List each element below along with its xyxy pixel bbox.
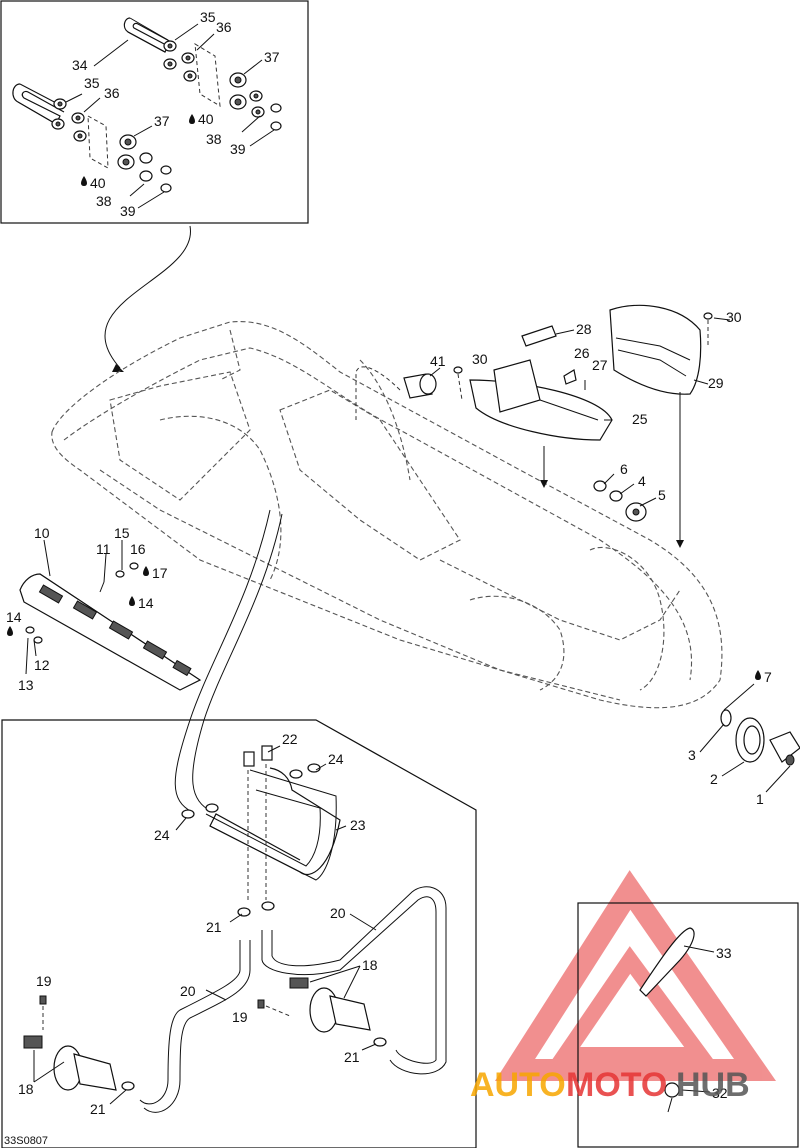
label-10: 10 xyxy=(34,525,50,541)
label-3: 3 xyxy=(688,747,696,763)
label-35-lower: 35 xyxy=(84,75,100,91)
label-24-right: 24 xyxy=(328,751,344,767)
label-20-right: 20 xyxy=(330,905,346,921)
label-36-upper: 36 xyxy=(216,19,232,35)
inset-leader-lines xyxy=(65,23,275,209)
arrows-to-hull xyxy=(540,392,684,548)
cover-part-29 xyxy=(609,304,702,395)
label-35-upper: 35 xyxy=(200,9,216,25)
clamps-part-21 xyxy=(121,901,387,1091)
label-24-left: 24 xyxy=(154,827,170,843)
oil-drop-icon xyxy=(7,626,13,636)
label-33: 33 xyxy=(716,945,732,961)
clip-part-26 xyxy=(563,369,577,385)
oil-drop-icon xyxy=(189,114,195,124)
label-26: 26 xyxy=(574,345,590,361)
label-21-bottom: 21 xyxy=(90,1101,106,1117)
label-41: 41 xyxy=(430,353,446,369)
washer-stack-lower xyxy=(51,98,172,193)
label-19-right: 19 xyxy=(232,1009,248,1025)
label-34: 34 xyxy=(72,57,88,73)
bilge-pick-up-part-18-left xyxy=(23,1035,117,1091)
label-29: 29 xyxy=(708,375,724,391)
label-18-left: 18 xyxy=(18,1081,34,1097)
label-37-lower: 37 xyxy=(154,113,170,129)
label-21-right: 21 xyxy=(344,1049,360,1065)
fasteners-4-5-6 xyxy=(593,480,647,522)
label-1: 1 xyxy=(756,791,764,807)
label-25: 25 xyxy=(632,411,648,427)
oil-drop-icon xyxy=(755,670,761,680)
handle-inset-frame xyxy=(0,0,309,224)
bracket-part-28 xyxy=(521,325,557,347)
sleeve-part-41 xyxy=(403,373,437,399)
hose-clamps-part-24 xyxy=(181,763,321,819)
inset-pointer-arrow xyxy=(104,225,191,369)
label-40-upper: 40 xyxy=(198,111,214,127)
label-38-upper: 38 xyxy=(206,131,222,147)
label-12: 12 xyxy=(34,657,50,673)
label-27: 27 xyxy=(592,357,608,373)
washer-stack-upper xyxy=(163,40,282,131)
label-21-top: 21 xyxy=(206,919,222,935)
fittings-part-22 xyxy=(243,745,273,900)
label-30-top: 30 xyxy=(726,309,742,325)
screw-part-32 xyxy=(664,1082,680,1113)
watermark-part-auto: AUTO xyxy=(470,1066,566,1104)
watercraft-hull xyxy=(51,320,723,709)
bilge-hose-part-23 xyxy=(205,767,341,881)
label-37-upper: 37 xyxy=(264,49,280,65)
label-39-upper: 39 xyxy=(230,141,246,157)
tie-wrap-inset-frame xyxy=(577,902,799,1148)
main-leader-lines xyxy=(25,317,791,1105)
watermark-text: AUTO MOTO HUB xyxy=(470,1066,750,1104)
label-16: 16 xyxy=(130,541,146,557)
label-14-left: 14 xyxy=(6,609,22,625)
screw-part-30-top xyxy=(703,312,713,346)
bilge-hose-long xyxy=(174,509,283,813)
label-32: 32 xyxy=(712,1085,728,1101)
label-18-right: 18 xyxy=(362,957,378,973)
drain-plug-assembly xyxy=(720,709,800,766)
watermark-part-moto: MOTO xyxy=(566,1066,667,1104)
label-11: 11 xyxy=(96,541,111,557)
label-14-right: 14 xyxy=(138,595,154,611)
label-23: 23 xyxy=(350,817,366,833)
bilge-inset-frame xyxy=(1,719,477,1148)
oil-drop-icon xyxy=(129,596,135,606)
oil-drop-icon xyxy=(143,566,149,576)
label-13: 13 xyxy=(18,677,34,693)
rub-strip-part-10 xyxy=(19,573,202,691)
label-19-left: 19 xyxy=(36,973,52,989)
bilge-pick-up-part-18-right xyxy=(289,977,371,1033)
label-6: 6 xyxy=(620,461,628,477)
label-17: 17 xyxy=(152,565,168,581)
hose-part-20 xyxy=(139,886,447,1113)
watermark-part-hub: HUB xyxy=(676,1066,750,1104)
label-20-left: 20 xyxy=(180,983,196,999)
label-5: 5 xyxy=(658,487,666,503)
storage-bin-part-25 xyxy=(469,359,613,441)
label-2: 2 xyxy=(710,771,718,787)
screw-part-30-bin xyxy=(453,366,463,401)
label-7: 7 xyxy=(764,669,772,685)
watermark-logo xyxy=(494,870,777,1081)
label-4: 4 xyxy=(638,473,646,489)
screws-part-19 xyxy=(39,995,291,1030)
oil-drop-icon xyxy=(81,176,87,186)
fastener-parts-11-16 xyxy=(25,562,139,644)
label-39-lower: 39 xyxy=(120,203,136,219)
sleeve-dashed-path xyxy=(355,366,401,420)
label-30-bin: 30 xyxy=(472,351,488,367)
label-38-lower: 38 xyxy=(96,193,112,209)
label-28: 28 xyxy=(576,321,592,337)
label-40-lower: 40 xyxy=(90,175,106,191)
label-15: 15 xyxy=(114,525,130,541)
label-22: 22 xyxy=(282,731,298,747)
diagram-code: 33S0807 xyxy=(4,1135,48,1147)
label-36-lower: 36 xyxy=(104,85,120,101)
tie-wrap-part-33 xyxy=(639,927,695,997)
